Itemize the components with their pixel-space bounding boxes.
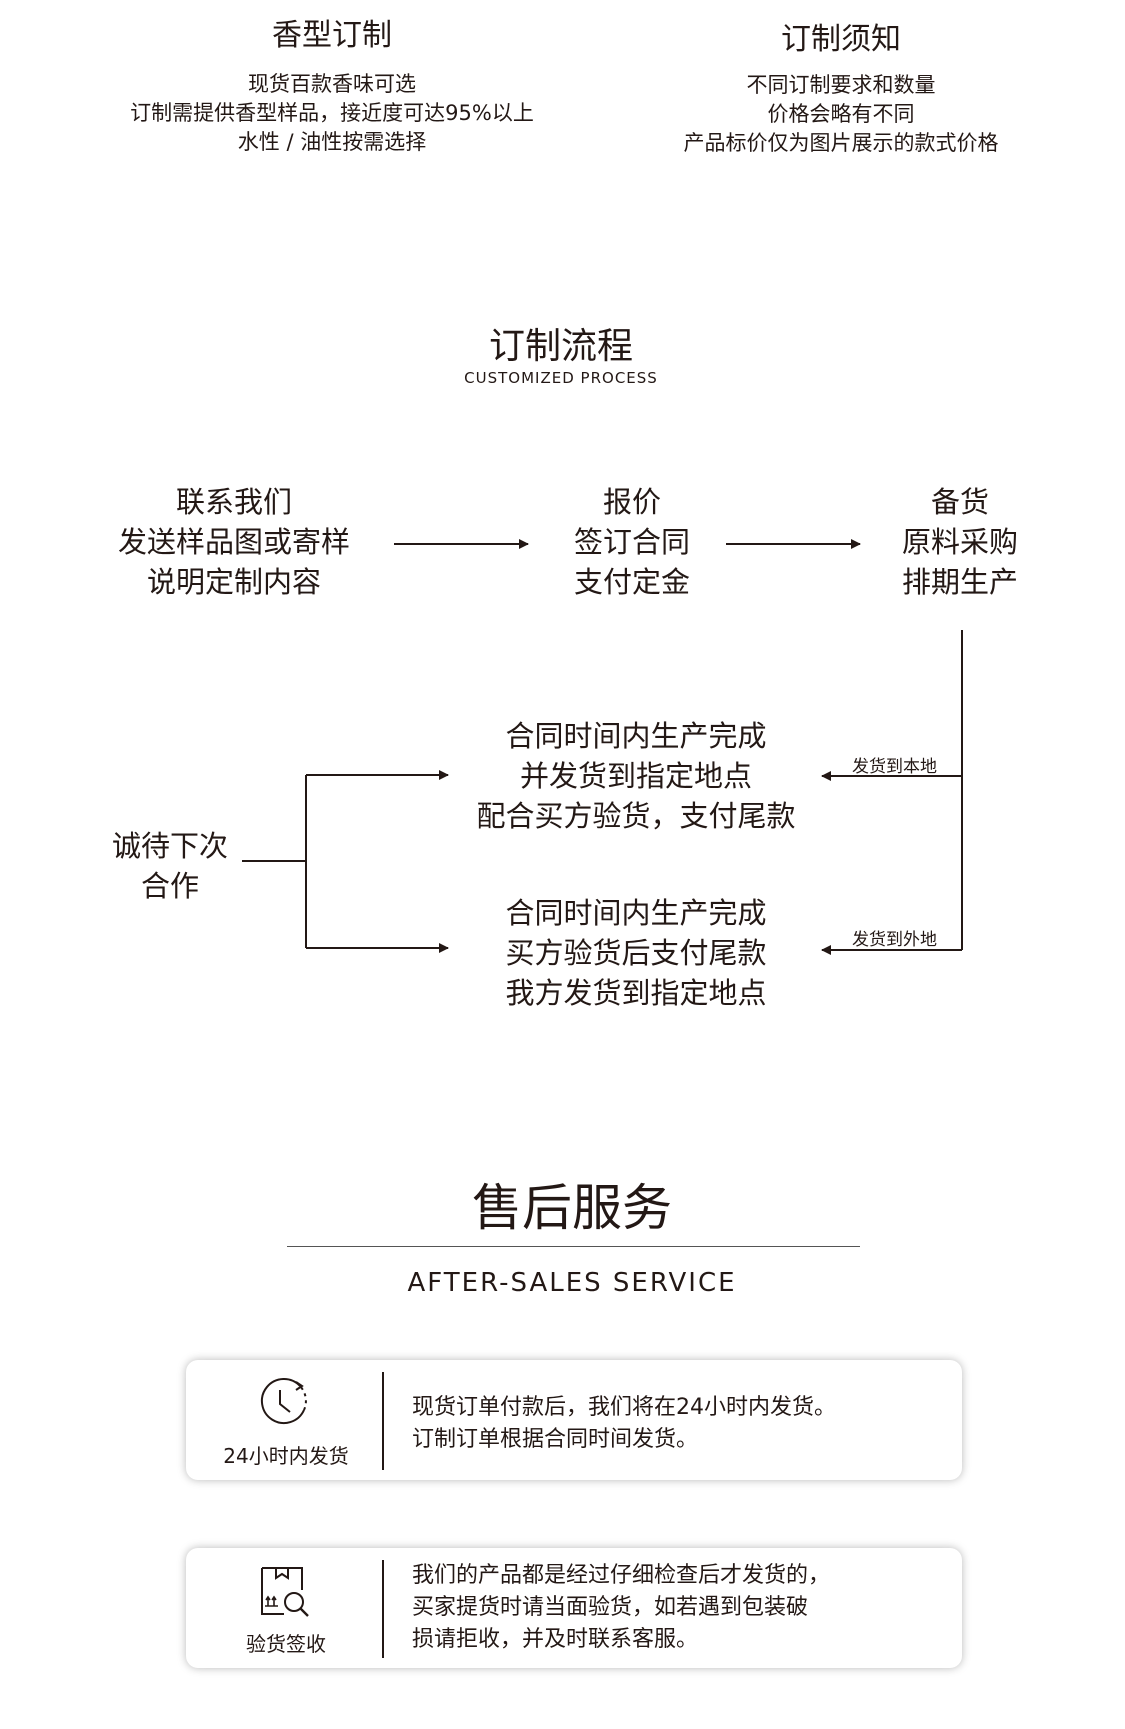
service-description: 现货订单付款后，我们将在24小时内发货。 订制订单根据合同时间发货。: [412, 1392, 952, 1456]
notice-title: 订制须知: [781, 22, 901, 57]
step-prepare: 备货 原料采购 排期生产: [860, 482, 1060, 602]
step-line: 联系我们: [175, 485, 292, 519]
step-line: 配合买方验货，支付尾款: [476, 799, 796, 833]
notice-line: 不同订制要求和数量: [746, 73, 936, 97]
card-divider: [382, 1560, 384, 1658]
step-line: 排期生产: [901, 565, 1018, 599]
service-label: 24小时内发货: [223, 1444, 349, 1468]
local-tag: 发货到本地: [852, 757, 937, 777]
step-line: 合作: [140, 869, 199, 903]
step-line: 说明定制内容: [146, 565, 321, 599]
step-line: 我方发货到指定地点: [505, 976, 767, 1010]
process-subtitle: CUSTOMIZED PROCESS: [464, 369, 658, 387]
service-line: 订制订单根据合同时间发货。: [412, 1427, 699, 1452]
after-sales-divider: [287, 1246, 860, 1247]
step-line: 合同时间内生产完成: [505, 719, 767, 753]
step-contact: 联系我们 发送样品图或寄样 说明定制内容: [84, 482, 384, 602]
process-title: 订制流程: [488, 326, 633, 367]
branch-local-text: 合同时间内生产完成 并发货到指定地点 配合买方验货，支付尾款: [436, 716, 836, 836]
scent-line: 订制需提供香型样品，接近度可达95%以上: [130, 101, 534, 125]
service-line: 损请拒收，并及时联系客服。: [412, 1627, 699, 1652]
service-card-inspection: 验货签收 我们的产品都是经过仔细检查后才发货的， 买家提货时请当面验货，如若遇到…: [186, 1548, 962, 1668]
after-sales-subtitle: AFTER-SALES SERVICE: [407, 1268, 737, 1298]
service-description: 我们的产品都是经过仔细检查后才发货的， 买家提货时请当面验货，如若遇到包装破 损…: [412, 1560, 952, 1656]
step-line: 买方验货后支付尾款: [505, 936, 767, 970]
after-sales-title: 售后服务: [472, 1179, 672, 1237]
step-line: 合同时间内生产完成: [505, 896, 767, 930]
service-line: 买家提货时请当面验货，如若遇到包装破: [412, 1595, 809, 1620]
service-label: 验货签收: [246, 1632, 326, 1656]
step-line: 报价: [602, 485, 661, 519]
scent-line: 现货百款香味可选: [248, 72, 416, 96]
notice-line: 产品标价仅为图片展示的款式价格: [683, 131, 999, 155]
step-line: 支付定金: [573, 565, 690, 599]
step-line: 诚待下次: [111, 829, 228, 863]
service-card-shipping: 24小时内发货 现货订单付款后，我们将在24小时内发货。 订制订单根据合同时间发…: [186, 1360, 962, 1480]
step-quote: 报价 签订合同 支付定金: [532, 482, 732, 602]
thanks-text: 诚待下次 合作: [90, 826, 250, 906]
branch-remote-text: 合同时间内生产完成 买方验货后支付尾款 我方发货到指定地点: [436, 893, 836, 1013]
step-line: 发送样品图或寄样: [117, 525, 350, 559]
scent-title: 香型订制: [272, 18, 392, 53]
notice-line: 价格会略有不同: [767, 102, 915, 126]
step-line: 备货: [930, 485, 989, 519]
step-line: 签订合同: [573, 525, 690, 559]
package-inspect-icon: [261, 1567, 309, 1617]
clock-icon: [260, 1378, 307, 1424]
card-divider: [382, 1372, 384, 1470]
step-line: 原料采购: [901, 525, 1018, 559]
step-line: 并发货到指定地点: [519, 759, 752, 793]
service-line: 我们的产品都是经过仔细检查后才发货的，: [412, 1563, 831, 1588]
service-line: 现货订单付款后，我们将在24小时内发货。: [412, 1395, 836, 1420]
remote-tag: 发货到外地: [852, 930, 937, 950]
scent-line: 水性 / 油性按需选择: [237, 130, 427, 154]
